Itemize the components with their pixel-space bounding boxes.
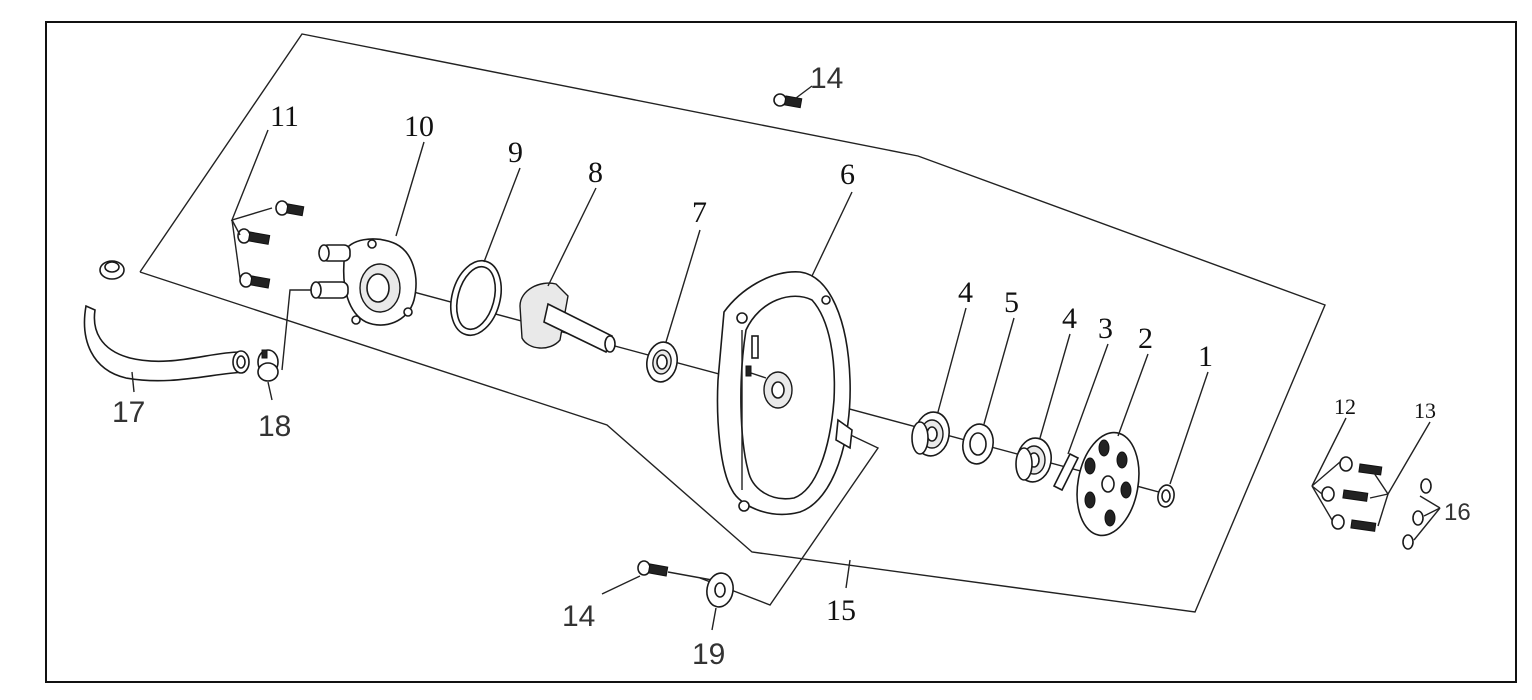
label-part-18: 18: [258, 410, 291, 443]
screw-part-14-top: [773, 93, 803, 109]
hose-clamp-part-18: [257, 349, 279, 382]
label-part-6: 6: [840, 158, 855, 191]
leader-5: [983, 317, 1015, 425]
screw-part-11-b: [237, 228, 271, 245]
leader-8: [547, 187, 597, 287]
screw-part-11-a: [275, 200, 305, 217]
leader-9: [483, 167, 521, 263]
cover-part-6: [716, 271, 853, 516]
screw-axis-14-19: [667, 571, 713, 581]
leader-14-top: [795, 85, 813, 99]
label-part-1: 1: [1198, 340, 1213, 373]
label-part-7: 7: [692, 196, 707, 229]
washer-part-16: [1402, 478, 1432, 550]
label-part-2: 2: [1138, 322, 1153, 355]
leader-10: [395, 141, 425, 237]
label-part-17: 17: [112, 396, 145, 429]
label-part-5: 5: [1004, 286, 1019, 319]
spacer-part-5: [962, 423, 994, 465]
diagram-frame: [45, 21, 1517, 683]
assembly-boundary: [139, 33, 1326, 613]
label-part-14-top: 14: [810, 62, 843, 95]
bolt-part-13: [1342, 463, 1383, 532]
label-part-4-b: 4: [1062, 302, 1077, 335]
leader-6: [811, 191, 853, 277]
leader-16-b: [1423, 507, 1441, 517]
cover-subgroup-boundary: [699, 429, 880, 606]
leader-14-bottom: [601, 575, 641, 595]
leader-4-a: [937, 307, 967, 413]
leader-2: [1117, 353, 1149, 437]
label-part-11: 11: [270, 100, 299, 133]
label-part-4-a: 4: [958, 276, 973, 309]
leader-13-c: [1377, 493, 1389, 527]
leader-7: [665, 229, 701, 343]
leader-11-c: [231, 219, 241, 279]
label-part-19: 19: [692, 638, 725, 671]
screw-part-14-bottom: [637, 560, 669, 577]
leader-12: [1311, 417, 1347, 487]
leader-13-b: [1369, 493, 1389, 499]
leader-1: [1169, 371, 1209, 485]
leader-17: [131, 371, 135, 393]
pump-housing-part-10: [310, 238, 417, 326]
screw-part-11-c: [239, 272, 271, 289]
label-part-13: 13: [1414, 398, 1436, 423]
label-part-15: 15: [826, 594, 856, 627]
bearing-part-4-b: [1015, 437, 1052, 483]
pin-part-3: [1052, 452, 1080, 492]
leader-18: [267, 381, 273, 401]
leader-16-c: [1413, 507, 1441, 541]
leader-19: [711, 607, 717, 631]
hose-part-17: [83, 304, 250, 382]
leader-15: [845, 559, 851, 589]
bearing-part-4-a: [911, 411, 950, 457]
impeller-shaft-part-8: [519, 282, 616, 354]
label-part-9: 9: [508, 136, 523, 169]
label-part-12: 12: [1334, 394, 1356, 419]
label-part-10: 10: [404, 110, 434, 143]
leader-12-b: [1311, 485, 1323, 495]
label-part-3: 3: [1098, 312, 1113, 345]
o-ring-part-9: [450, 259, 502, 337]
leader-11-b: [231, 219, 241, 236]
nut-part-1: [1157, 484, 1175, 508]
leader-hose-to-housing: [281, 289, 318, 371]
leader-11: [230, 129, 273, 222]
leader-12-c: [1311, 485, 1333, 521]
leader-3: [1067, 343, 1109, 455]
washer-part-19: [706, 572, 734, 608]
label-part-8: 8: [588, 156, 603, 189]
impeller-part-2: [1076, 431, 1140, 537]
label-part-16: 16: [1444, 499, 1471, 526]
leader-4-b: [1039, 333, 1071, 439]
hose-clamp-top: [99, 260, 125, 280]
seal-part-7: [646, 341, 678, 383]
leader-16: [1419, 495, 1441, 509]
label-part-14-bottom: 14: [562, 600, 595, 633]
